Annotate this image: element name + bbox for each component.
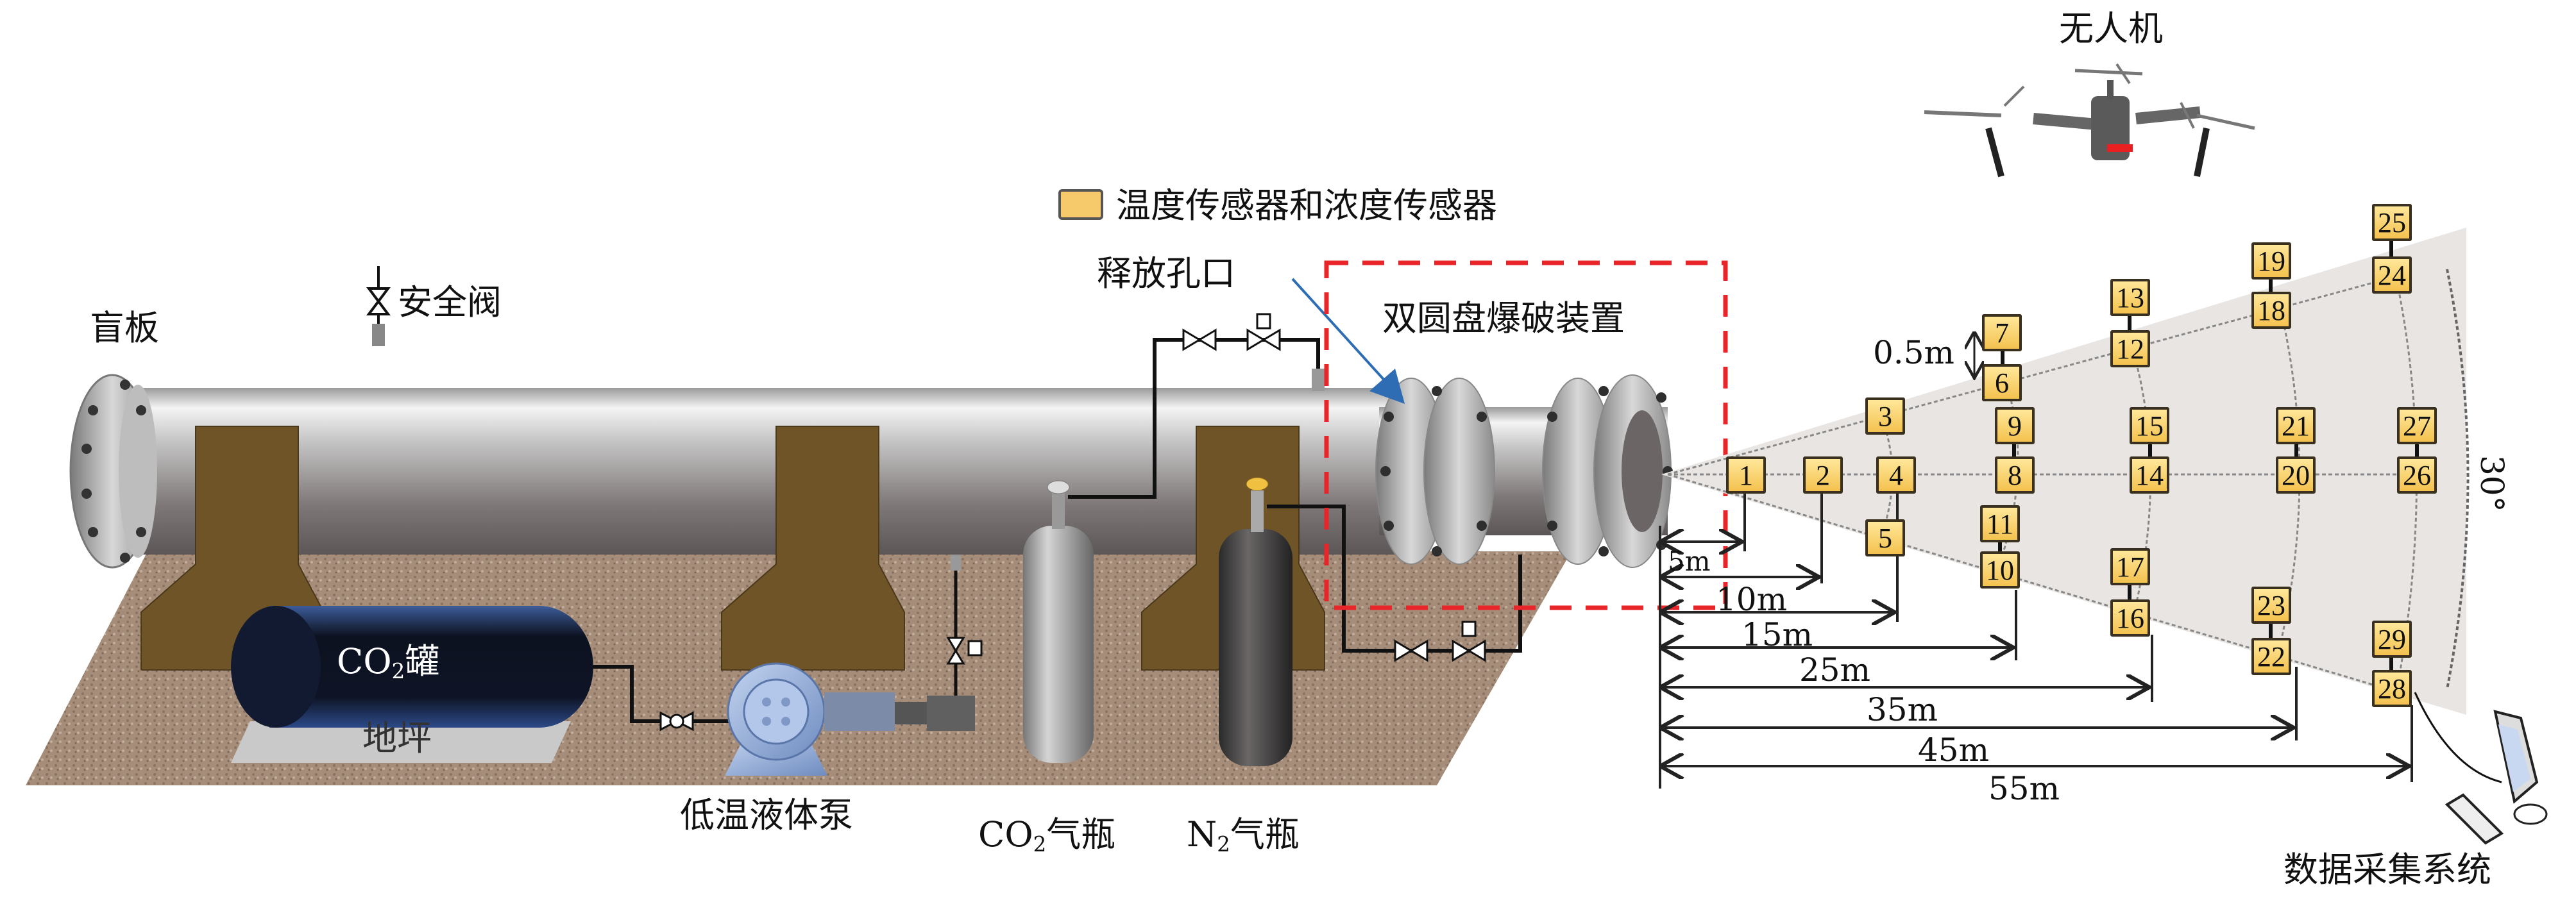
sensor-28: 28: [2372, 670, 2412, 707]
distance-label: 45m: [1918, 731, 1990, 769]
co2-cylinder-label-suffix: 气瓶: [1046, 814, 1116, 855]
co2-tank: [231, 606, 593, 728]
release-port-label: 释放孔口: [1097, 253, 1235, 294]
distance-label: 25m: [1799, 651, 1871, 689]
angle-label: 30°: [2473, 455, 2511, 512]
sensor-8: 8: [1995, 456, 2035, 494]
blind-plate-flange: [69, 374, 157, 569]
sensor-12: 12: [2110, 330, 2150, 367]
sensor-18: 18: [2251, 292, 2291, 329]
dual-disc-device-label: 双圆盘爆破装置: [1382, 298, 1625, 338]
co2-cylinder: [1023, 480, 1094, 763]
co2-tank-label-sub: 2: [391, 659, 405, 684]
pump-feed-pipe: [946, 555, 983, 696]
sensor-3: 3: [1865, 397, 1905, 435]
tank-base: [231, 721, 571, 763]
sensor-21: 21: [2276, 407, 2316, 444]
vertical-spacing-label: 0.5m: [1873, 334, 1954, 371]
co2-tank-label-suffix: 罐: [405, 641, 440, 681]
sensor-24: 24: [2372, 256, 2412, 294]
sensor-22: 22: [2251, 638, 2291, 675]
data-acquisition-label: 数据采集系统: [2284, 849, 2491, 890]
sensor-legend-swatch: [1058, 189, 1103, 220]
pump-valve-icon: [659, 711, 694, 731]
sensor-29: 29: [2372, 621, 2412, 658]
n2-cylinder-label-sub: 2: [1217, 832, 1230, 857]
release-port-arrow: [1291, 278, 1405, 404]
sensor-9: 9: [1995, 407, 2035, 444]
distance-label: 55m: [1988, 770, 2060, 807]
blind-plate-label: 盲板: [90, 308, 159, 348]
n2-cylinder-label: N2气瓶: [1187, 817, 1300, 855]
sensor-23: 23: [2251, 587, 2291, 624]
co2-tank-label-prefix: CO: [337, 641, 392, 681]
co2-tank-label: CO2罐: [337, 644, 439, 682]
sensor-10: 10: [1980, 551, 2020, 589]
sensor-25: 25: [2372, 204, 2412, 241]
n2-cylinder-pipe: [1267, 505, 1522, 653]
sensor-26: 26: [2397, 456, 2437, 494]
sensor-legend-label: 温度传感器和浓度传感器: [1116, 185, 1497, 226]
sensor-27: 27: [2397, 407, 2437, 444]
sensor-4: 4: [1876, 456, 1916, 494]
release-valves-icon: [1182, 313, 1325, 391]
co2-cylinder-pipe: [1068, 338, 1187, 499]
safety-valve-icon: [366, 266, 391, 346]
safety-valve-label: 安全阀: [398, 282, 502, 322]
distance-label: 10m: [1716, 581, 1788, 618]
sensor-5: 5: [1865, 519, 1905, 556]
sensor-17: 17: [2110, 548, 2150, 585]
burst-device-highlight-box: [1324, 260, 1728, 610]
sensor-15: 15: [2130, 407, 2169, 444]
computer-icon: [2445, 710, 2548, 845]
distance-dimension-lines: [1659, 333, 2413, 789]
data-cable: [2414, 692, 2502, 783]
co2-cylinder-label-prefix: CO: [978, 814, 1033, 855]
sensor-6: 6: [1982, 364, 2022, 401]
co2-cylinder-label: CO2气瓶: [978, 817, 1115, 855]
sensor-13: 13: [2110, 279, 2150, 316]
sensor-11: 11: [1980, 505, 2020, 542]
ground-label: 地坪: [362, 718, 432, 758]
n2-valves-icon: [1394, 621, 1486, 662]
distance-label: 5m: [1668, 546, 1711, 577]
sensor-16: 16: [2110, 599, 2150, 637]
n2-cylinder-label-prefix: N: [1187, 814, 1217, 855]
sensor-7: 7: [1982, 314, 2022, 351]
cryo-pump: [725, 662, 975, 776]
sensor-1: 1: [1726, 456, 1766, 494]
drone-icon: [1924, 63, 2255, 178]
n2-cylinder-label-suffix: 气瓶: [1230, 814, 1300, 855]
distance-label: 35m: [1867, 691, 1938, 728]
release-pipe: [1187, 338, 1320, 369]
drone-label: 无人机: [2059, 8, 2163, 49]
dual-disc-burst-device: [1375, 374, 1673, 568]
distance-label: 15m: [1741, 616, 1813, 653]
sensor-20: 20: [2276, 456, 2316, 494]
co2-cylinder-label-sub: 2: [1033, 832, 1047, 857]
n2-cylinder: [1219, 477, 1292, 766]
sensor-2: 2: [1803, 456, 1843, 494]
cryo-pump-label: 低温液体泵: [680, 795, 853, 835]
sensor-14: 14: [2130, 456, 2169, 494]
sensor-19: 19: [2251, 242, 2291, 280]
